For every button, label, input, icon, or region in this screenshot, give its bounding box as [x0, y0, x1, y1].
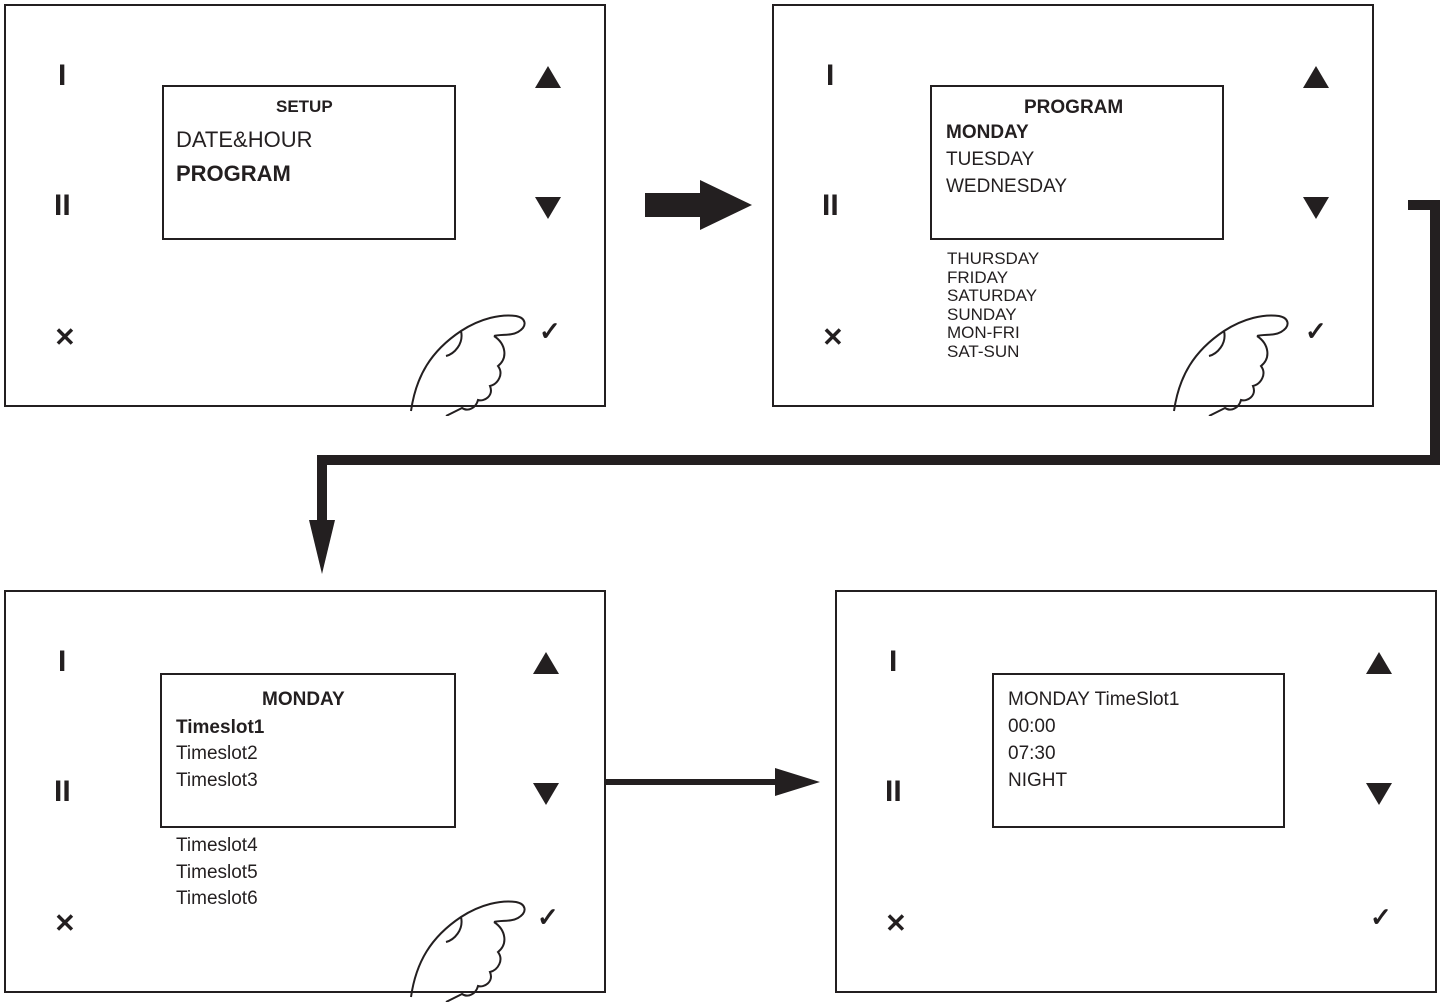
display-screen: MONDAY Timeslot1 Timeslot2 Timeslot3: [160, 673, 456, 828]
list-item: THURSDAY: [947, 249, 1040, 268]
screen-title: PROGRAM: [1024, 97, 1124, 118]
list-item: MON-FRI: [947, 323, 1020, 342]
button-two[interactable]: II: [54, 775, 71, 808]
triangle-up-icon[interactable]: [1366, 652, 1392, 674]
menu-item-selected[interactable]: Timeslot1: [176, 717, 265, 738]
triangle-up-icon[interactable]: [535, 66, 561, 88]
start-time: 00:00: [1008, 716, 1056, 737]
button-one[interactable]: I: [826, 59, 835, 92]
cancel-button[interactable]: ✕: [54, 908, 76, 938]
menu-item[interactable]: WEDNESDAY: [946, 176, 1068, 197]
screen-title: SETUP: [276, 97, 333, 116]
button-one[interactable]: I: [58, 645, 67, 678]
screen-title: MONDAY: [262, 689, 345, 710]
menu-item[interactable]: Timeslot2: [176, 743, 258, 764]
menu-item[interactable]: Timeslot3: [176, 770, 258, 791]
display-screen: SETUP DATE&HOUR PROGRAM: [162, 85, 456, 240]
screen-title: MONDAY TimeSlot1: [1008, 689, 1180, 710]
triangle-up-icon[interactable]: [1303, 66, 1329, 88]
list-item: SATURDAY: [947, 286, 1038, 305]
button-two[interactable]: II: [822, 189, 839, 222]
list-item: SAT-SUN: [947, 341, 1020, 361]
list-item: SUNDAY: [947, 304, 1017, 324]
pointing-hand-icon: [1173, 314, 1289, 416]
triangle-up-icon[interactable]: [533, 652, 559, 674]
pointing-hand-icon: [410, 314, 526, 416]
menu-item[interactable]: TUESDAY: [946, 149, 1035, 170]
cancel-button[interactable]: ✕: [822, 322, 844, 352]
display-screen: MONDAY TimeSlot1 00:00 07:30 NIGHT: [992, 673, 1285, 828]
device-panel-setup: I II ✕ ✓ SETUP DATE&HOUR PROGRAM: [4, 4, 606, 416]
display-screen: PROGRAM MONDAY TUESDAY WEDNESDAY: [930, 85, 1224, 240]
list-item: Timeslot6: [176, 888, 258, 909]
button-one[interactable]: I: [889, 645, 898, 678]
triangle-down-icon[interactable]: [1303, 197, 1329, 219]
confirm-button[interactable]: ✓: [537, 902, 559, 932]
button-two[interactable]: II: [54, 189, 71, 222]
device-panel-timeslot: I II ✕ ✓ MONDAY TimeSlot1 00:00 07:30 NI…: [835, 590, 1437, 993]
pointing-hand-icon: [410, 900, 526, 1002]
list-item: Timeslot5: [176, 862, 258, 883]
mode-value: NIGHT: [1008, 770, 1068, 791]
menu-item-selected[interactable]: PROGRAM: [176, 161, 291, 186]
menu-item-selected[interactable]: MONDAY: [946, 122, 1029, 143]
device-panel-monday: I II ✕ ✓ MONDAY Timeslot1 Timeslot2 Time…: [4, 590, 606, 1002]
list-item: Timeslot4: [176, 835, 258, 856]
list-item: FRIDAY: [947, 267, 1009, 287]
menu-item[interactable]: DATE&HOUR: [176, 127, 313, 152]
confirm-button[interactable]: ✓: [1305, 316, 1327, 346]
confirm-button[interactable]: ✓: [539, 316, 561, 346]
button-one[interactable]: I: [58, 59, 67, 92]
arrow-right-icon: [645, 180, 752, 230]
end-time: 07:30: [1008, 743, 1056, 764]
device-panel-program: I II ✕ ✓ PROGRAM MONDAY TUESDAY WEDNESDA…: [772, 4, 1374, 416]
connector-line: [309, 200, 1440, 574]
button-two[interactable]: II: [885, 775, 902, 808]
arrow-right-icon: [603, 768, 820, 796]
confirm-button[interactable]: ✓: [1370, 902, 1392, 932]
cancel-button[interactable]: ✕: [54, 322, 76, 352]
triangle-down-icon[interactable]: [533, 783, 559, 805]
triangle-down-icon[interactable]: [1366, 783, 1392, 805]
cancel-button[interactable]: ✕: [885, 908, 907, 938]
triangle-down-icon[interactable]: [535, 197, 561, 219]
